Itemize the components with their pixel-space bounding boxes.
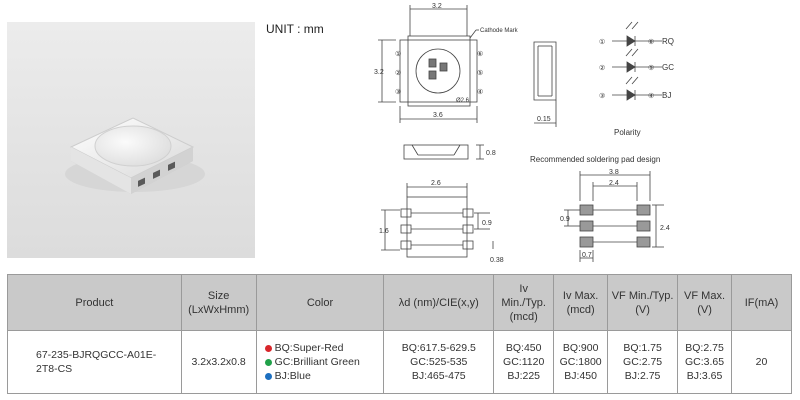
dim-bottom-width: 3.6 (433, 112, 443, 119)
cell-product: 67-235-BJRQGCC-A01E-2T8-CS (7, 330, 182, 394)
cell-vf-min-typ: BQ:1.75 GC:2.75 BJ:2.75 (607, 330, 679, 394)
pin-left-3: ③ (395, 88, 401, 96)
dim-top-width: 3.2 (432, 3, 442, 10)
cell-vf-max: BQ:2.75 GC:3.65 BJ:3.65 (677, 330, 733, 394)
dim-pad-bottom: 0.7 (582, 252, 592, 259)
header-iv-min-typ: Iv Min./Typ. (mcd) (493, 274, 555, 331)
dim-front-height: 0.8 (486, 150, 496, 157)
dim-bottom-view-pitch: 0.9 (482, 220, 492, 227)
pin-right-4: ④ (477, 88, 483, 96)
header-vf-min-typ: VF Min./Typ. (V) (607, 274, 679, 331)
header-if: IF(mA) (731, 274, 792, 331)
polarity-pin-3: ③ (599, 92, 605, 100)
dim-side-thickness: 0.15 (537, 116, 551, 123)
cell-size: 3.2x3.2x0.8 (180, 330, 257, 394)
color-entry-green: GC:Brilliant Green (264, 355, 381, 369)
soldering-title: Recommended soldering pad design (530, 155, 660, 164)
unit-label: UNIT : mm (266, 22, 324, 36)
dim-bottom-view-pad: 0.38 (490, 257, 504, 264)
polarity-pin-6: ⑥ (648, 38, 654, 46)
header-size: Size (LxWxHmm) (180, 274, 257, 331)
cathode-mark-label: Cathode Mark (480, 28, 519, 34)
product-photo (7, 22, 255, 258)
pin-right-5: ⑤ (477, 69, 483, 77)
cell-wavelength: BQ:617.5-629.5 GC:525-535 BJ:465-475 (383, 330, 495, 394)
table-header-row: Product Size (LxWxHmm) Color λd (nm)/CIE… (7, 274, 792, 331)
polarity-pin-2: ② (599, 64, 605, 72)
bottom-view-drawing (381, 183, 494, 258)
header-vf-max: VF Max. (V) (677, 274, 733, 331)
polarity-label: Polarity (614, 128, 641, 137)
polarity-pin-4: ④ (648, 92, 654, 100)
table-row: 67-235-BJRQGCC-A01E-2T8-CS 3.2x3.2x0.8 B… (7, 330, 792, 394)
dim-pad-pitch: 0.9 (560, 216, 570, 223)
dim-bottom-view-height: 1.6 (379, 228, 389, 235)
front-view-drawing (403, 144, 484, 160)
color-entry-blue: BJ:Blue (264, 369, 381, 383)
polarity-code-bj: BJ (662, 91, 671, 100)
top-view-drawing (378, 5, 479, 123)
spec-table: Product Size (LxWxHmm) Color λd (nm)/CIE… (7, 274, 792, 394)
dim-bottom-view-width: 2.6 (431, 180, 441, 187)
color-entry-red: BQ:Super-Red (264, 341, 381, 355)
pin-right-6: ⑥ (477, 50, 483, 58)
header-color: Color (255, 274, 385, 331)
dim-left-height: 3.2 (374, 69, 384, 76)
dim-pad-height: 2.4 (660, 225, 670, 232)
polarity-code-rq: RQ (662, 37, 674, 46)
pin-left-2: ② (395, 69, 401, 77)
blue-dot-icon (264, 372, 272, 380)
led-package-illustration (65, 117, 205, 194)
cell-iv-min-typ: BQ:450 GC:1120 BJ:225 (493, 330, 555, 394)
pin-left-1: ① (395, 50, 401, 58)
soldering-pad-drawing (564, 171, 664, 262)
polarity-diagram (612, 21, 662, 101)
cell-colors: BQ:Super-Red GC:Brilliant Green BJ:Blue (255, 330, 385, 394)
dim-pad-inner-width: 2.4 (609, 180, 619, 187)
cell-if: 20 (731, 330, 792, 394)
side-view-drawing (533, 41, 557, 127)
red-dot-icon (264, 344, 272, 352)
header-iv-max: Iv Max. (mcd) (553, 274, 609, 331)
header-wavelength: λd (nm)/CIE(x,y) (383, 274, 495, 331)
header-product: Product (7, 274, 182, 331)
technical-drawings: 3.2 Cathode Mark 3.2 3.6 Ø2.6 ① ② ③ ⑥ ⑤ … (374, 3, 674, 264)
cell-iv-max: BQ:900 GC:1800 BJ:450 (553, 330, 609, 394)
polarity-code-gc: GC (662, 63, 674, 72)
polarity-pin-5: ⑤ (648, 64, 654, 72)
dim-diameter: Ø2.6 (456, 98, 470, 104)
green-dot-icon (264, 358, 272, 366)
polarity-pin-1: ① (599, 38, 605, 46)
dim-pad-outer-width: 3.8 (609, 169, 619, 176)
